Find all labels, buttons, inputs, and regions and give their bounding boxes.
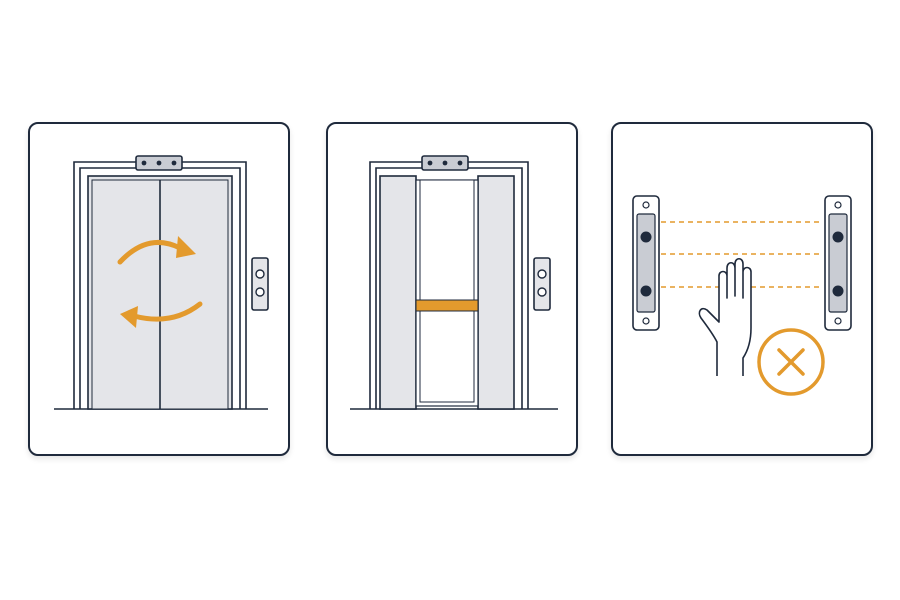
rotate-arrows-icon: [117, 239, 203, 322]
call-buttons-icon: [533, 257, 551, 311]
cancel-x-icon: [757, 328, 825, 396]
panel-light-curtain: [611, 122, 873, 456]
elevator-open-doors-icon: [379, 175, 515, 410]
safety-edge-bar-icon: [415, 299, 479, 312]
elevator-closed-doors-icon: [87, 175, 233, 410]
open-doors-illustration: [350, 155, 558, 410]
light-curtain-sensor-left-icon: [632, 195, 660, 331]
panel-open-doors: [326, 122, 578, 456]
floor-indicator-plate: [135, 155, 183, 171]
light-curtain-sensor-right-icon: [824, 195, 852, 331]
hand-icon: [698, 257, 752, 376]
floor-indicator-plate: [421, 155, 469, 171]
rotate-arrowheads: [120, 236, 196, 328]
call-buttons-icon: [251, 257, 269, 311]
light-curtain-illustration: [632, 195, 852, 396]
panel-closed-doors: [28, 122, 290, 456]
closed-doors-illustration: [54, 155, 269, 410]
